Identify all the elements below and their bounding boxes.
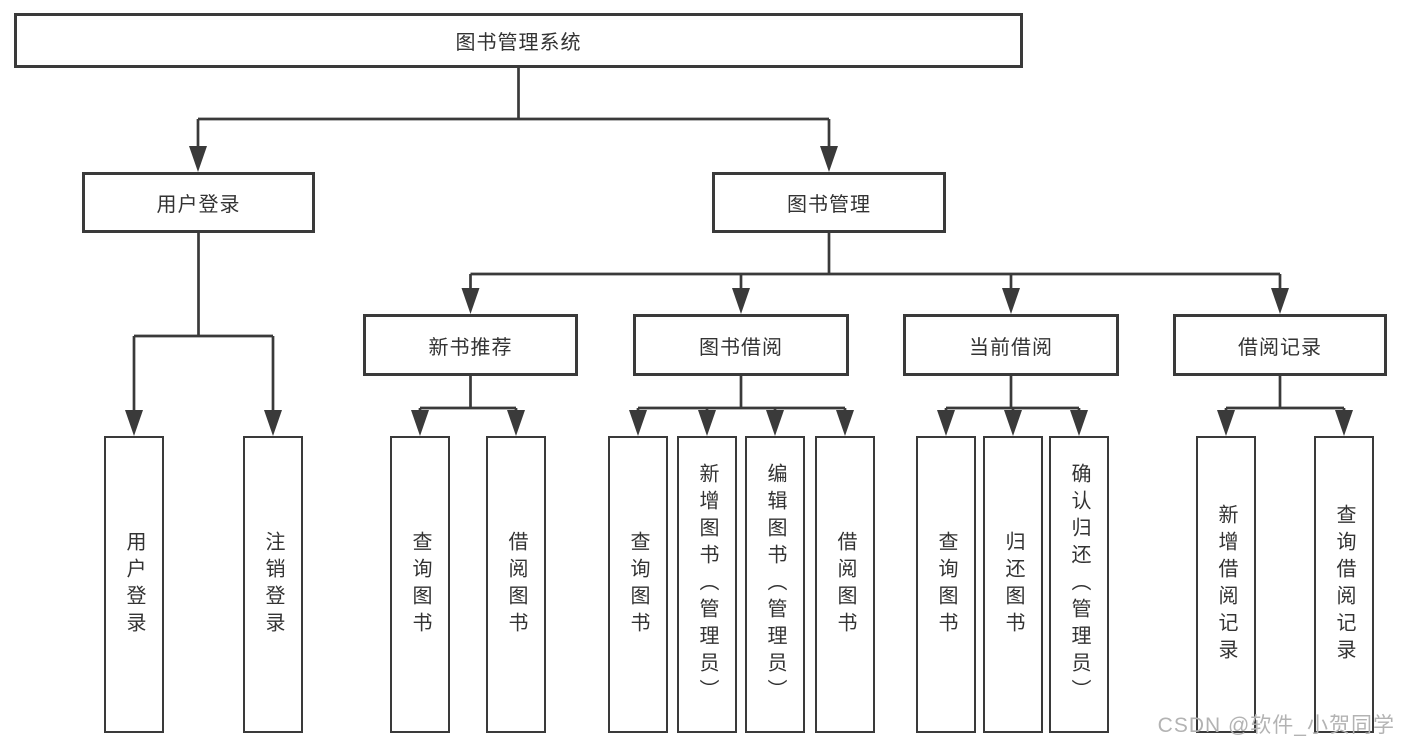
node-user-login: 用户登录 — [82, 172, 315, 233]
arrowhead-down-icon — [1002, 288, 1020, 314]
leaf-borrow-books-recommend: 借阅图书 — [486, 436, 546, 733]
arrowhead-down-icon — [698, 410, 716, 436]
leaf-label: 编辑图书（管理员） — [764, 463, 786, 706]
connector-user-login-fanout — [132, 233, 275, 414]
node-current-borrowing: 当前借阅 — [903, 314, 1119, 376]
arrowhead-down-icon — [1004, 410, 1022, 436]
connector-new-book-recommendation-fanout — [418, 376, 518, 414]
arrowhead-down-icon — [1271, 288, 1289, 314]
arrowhead-down-icon — [1217, 410, 1235, 436]
leaf-query-borrow-record: 查询借阅记录 — [1314, 436, 1374, 733]
leaf-query-books-current: 查询图书 — [916, 436, 976, 733]
leaf-add-borrow-record: 新增借阅记录 — [1196, 436, 1256, 733]
leaf-borrow-books-borrowing: 借阅图书 — [815, 436, 875, 733]
arrowhead-down-icon — [836, 410, 854, 436]
arrowhead-down-icon — [411, 410, 429, 436]
arrowhead-down-icon — [189, 146, 207, 172]
leaf-user-login: 用户登录 — [104, 436, 164, 733]
connector-borrowing-records-fanout — [1224, 376, 1346, 414]
node-book-management: 图书管理 — [712, 172, 946, 233]
leaf-confirm-return-admin: 确认归还（管理员） — [1049, 436, 1109, 733]
connector-current-borrowing-fanout — [944, 376, 1081, 414]
arrowhead-down-icon — [1335, 410, 1353, 436]
leaf-label: 归还图书 — [1002, 530, 1024, 639]
leaf-return-books: 归还图书 — [983, 436, 1043, 733]
node-library-management-system: 图书管理系统 — [14, 13, 1023, 68]
leaf-label: 查询图书 — [409, 530, 431, 639]
arrowhead-down-icon — [507, 410, 525, 436]
node-book-borrowing: 图书借阅 — [633, 314, 849, 376]
watermark: CSDN @软件_小贺同学 — [1157, 714, 1395, 737]
arrowhead-down-icon — [820, 146, 838, 172]
arrowhead-down-icon — [461, 288, 480, 314]
arrowhead-down-icon — [937, 410, 955, 436]
node-borrowing-records: 借阅记录 — [1173, 314, 1387, 376]
arrowhead-down-icon — [264, 410, 282, 436]
leaf-label: 用户登录 — [123, 530, 145, 639]
leaf-label: 查询图书 — [627, 530, 649, 639]
connector-book-management-fanout — [469, 233, 1282, 292]
leaf-label: 新增图书（管理员） — [696, 463, 718, 706]
arrowhead-down-icon — [766, 410, 784, 436]
leaf-logout: 注销登录 — [243, 436, 303, 733]
arrowhead-down-icon — [1070, 410, 1088, 436]
arrowhead-down-icon — [125, 410, 143, 436]
leaf-label: 借阅图书 — [505, 530, 527, 639]
leaf-label: 确认归还（管理员） — [1068, 463, 1090, 706]
leaf-edit-books-admin: 编辑图书（管理员） — [745, 436, 805, 733]
arrowhead-down-icon — [732, 288, 750, 314]
leaf-label: 注销登录 — [262, 530, 284, 639]
connector-book-borrowing-fanout — [636, 376, 847, 414]
connector-root-fanout — [196, 68, 831, 150]
leaf-label: 新增借阅记录 — [1215, 503, 1237, 666]
leaf-query-books-borrowing: 查询图书 — [608, 436, 668, 733]
leaf-add-books-admin: 新增图书（管理员） — [677, 436, 737, 733]
leaf-query-books-recommend: 查询图书 — [390, 436, 450, 733]
arrowheads-group — [125, 146, 1353, 436]
node-new-book-recommendation: 新书推荐 — [363, 314, 578, 376]
leaf-label: 查询借阅记录 — [1333, 503, 1355, 666]
leaf-label: 借阅图书 — [834, 530, 856, 639]
arrowhead-down-icon — [629, 410, 647, 436]
leaf-label: 查询图书 — [935, 530, 957, 639]
